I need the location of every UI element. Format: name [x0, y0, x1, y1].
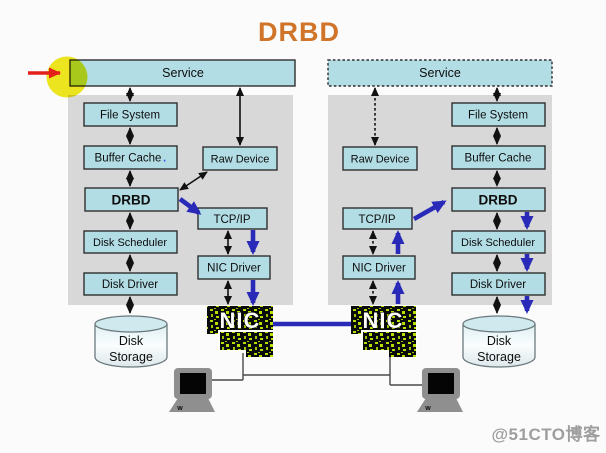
left-nic-label: NIC: [220, 308, 261, 333]
right-tcpip-box: [342, 207, 413, 230]
left-buffer-cache-label: Buffer Cache: [95, 153, 162, 165]
right-raw-device-label: Raw Device: [351, 154, 410, 166]
left-disk-storage: Disk Storage: [94, 315, 168, 368]
right-disk-storage-label-2: Storage: [477, 350, 521, 364]
computer-base: [169, 398, 215, 412]
right-node-boxes: Service File System Buffer Cache Raw Dev…: [327, 59, 553, 296]
right-disk-scheduler-box: [451, 230, 546, 254]
computer-logo: w: [424, 405, 431, 412]
watermark: @51CTO博客: [491, 424, 601, 444]
highlight-circle: [46, 56, 88, 98]
computer-screen: [180, 373, 206, 394]
right-file-system-label: File System: [468, 110, 528, 122]
nic-card-tab: [246, 349, 273, 357]
right-nic: NIC: [351, 306, 418, 357]
right-nic-driver-label: NIC Driver: [352, 263, 406, 275]
cylinder-top: [94, 315, 168, 333]
page-title: DRBD: [258, 17, 340, 47]
replication-flow-arrows: [178, 197, 534, 314]
right-service-box: [327, 59, 553, 87]
left-file-system-label: File System: [100, 110, 160, 122]
right-tcpip-label: TCP/IP: [358, 214, 395, 226]
left-raw-device-label: Raw Device: [211, 154, 270, 166]
right-disk-storage: Disk Storage: [462, 315, 536, 368]
left-disk-scheduler-label: Disk Scheduler: [93, 237, 167, 249]
arrow-blue-right-tcpip-drbd: [412, 199, 447, 222]
right-disk-scheduler-label: Disk Scheduler: [461, 237, 535, 249]
nic-card-tab: [389, 349, 416, 357]
right-buffer-cache-label: Buffer Cache: [465, 153, 532, 165]
cylinder-body: [462, 324, 536, 368]
right-nic-label: NIC: [363, 308, 404, 333]
cylinder-body: [94, 324, 168, 368]
left-file-system-box: [83, 102, 178, 127]
right-file-system-box: [451, 102, 546, 127]
left-drbd-label: DRBD: [112, 193, 151, 208]
left-buffer-cache-dot: .: [163, 153, 166, 165]
right-disk-driver-box: [451, 272, 546, 296]
right-drbd-label: DRBD: [479, 193, 518, 208]
left-tcpip-box: [197, 207, 268, 230]
right-disk-driver-label: Disk Driver: [470, 279, 526, 291]
left-disk-driver-label: Disk Driver: [102, 279, 158, 291]
cylinder-top: [462, 315, 536, 333]
nic-card-connector: [218, 330, 275, 352]
nic-card: [351, 306, 416, 334]
right-service-label: Service: [419, 66, 461, 80]
right-arrows-dashed: [369, 87, 501, 314]
left-computer: w: [169, 368, 215, 412]
left-drbd-box: [84, 187, 179, 212]
right-computer: w: [417, 368, 463, 412]
left-disk-driver-box: [83, 272, 178, 296]
left-tcpip-label: TCP/IP: [213, 214, 250, 226]
left-disk-scheduler-box: [83, 230, 178, 254]
right-drbd-box: [451, 187, 546, 212]
left-nic: NIC: [207, 306, 275, 357]
computer-screen: [428, 373, 454, 394]
left-nic-driver-label: NIC Driver: [207, 263, 261, 275]
arrow-blue-left-drbd-tcpip: [178, 197, 202, 215]
left-raw-device-box: [202, 146, 278, 171]
left-arrows-black: [126, 87, 244, 314]
right-disk-storage-label-1: Disk: [487, 334, 512, 348]
right-nic-driver-box: [342, 255, 416, 280]
left-disk-storage-label-2: Storage: [109, 350, 153, 364]
right-raw-device-box: [342, 146, 418, 171]
left-disk-storage-label-1: Disk: [119, 334, 144, 348]
left-nic-driver-box: [197, 255, 271, 280]
right-buffer-cache-box: [451, 145, 546, 170]
left-buffer-cache-box: [83, 145, 178, 170]
computer-logo: w: [176, 405, 183, 412]
computer-base: [417, 398, 463, 412]
arrow-left-drbd-rawdevice: [179, 171, 208, 191]
network-cabling: [210, 353, 424, 386]
left-service-label: Service: [162, 66, 204, 80]
nic-card-connector: [361, 330, 418, 352]
nic-card: [207, 306, 273, 334]
